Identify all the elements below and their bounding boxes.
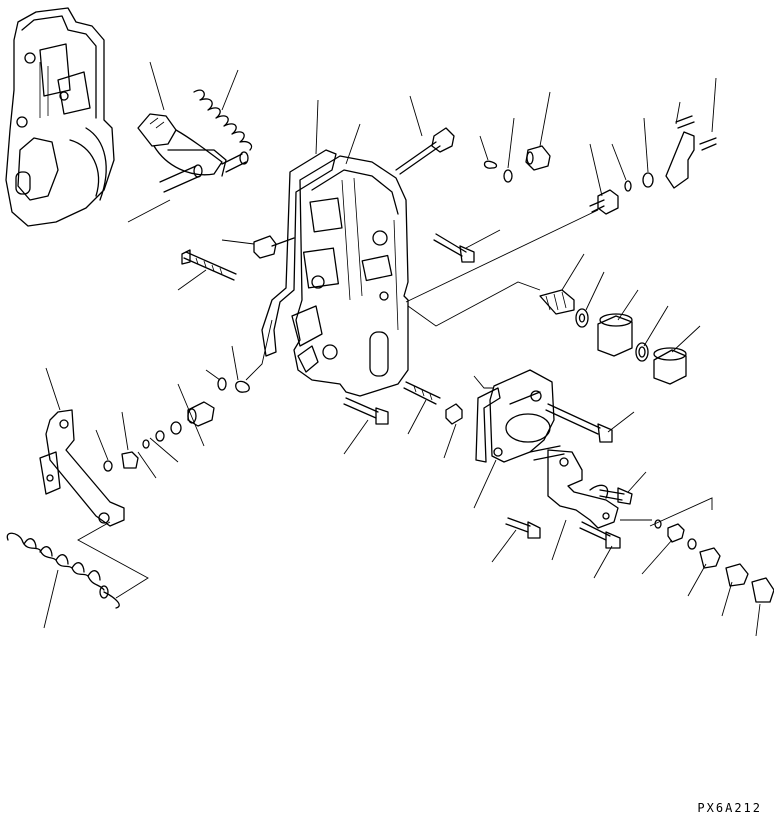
plug <box>525 145 551 171</box>
bush <box>597 313 633 357</box>
collar <box>121 451 139 469</box>
end-cap <box>751 577 774 603</box>
cover-gasket <box>261 149 337 357</box>
bush-screw <box>539 289 575 315</box>
spring-leader <box>77 521 149 599</box>
washer-stop <box>103 460 113 472</box>
stud-lower <box>403 381 441 405</box>
nut-lower <box>445 403 463 425</box>
washers-middle <box>142 421 182 449</box>
nut-joint <box>667 523 685 543</box>
o-ring <box>503 169 513 183</box>
solenoid-bracket <box>547 449 619 529</box>
hex-bolt-left <box>253 235 295 259</box>
long-bolt <box>395 127 455 175</box>
governor-housing <box>5 7 115 227</box>
bracket-bolt-bottom <box>579 521 621 549</box>
lock-plate <box>665 115 717 189</box>
fitting-leader <box>405 209 599 303</box>
nipple <box>699 547 721 569</box>
cap <box>653 347 687 385</box>
solenoid-gasket <box>475 387 501 463</box>
seal-ring <box>635 342 649 362</box>
adjusting-screw <box>589 189 619 215</box>
stop-lever <box>39 409 125 527</box>
long-spring <box>6 532 120 609</box>
gasket-joint <box>687 538 697 550</box>
governor-cover <box>291 155 409 397</box>
drawing-code: PX6A212 <box>697 801 762 815</box>
cover-bolt-right <box>433 233 475 263</box>
lever-shaft-assembly <box>137 113 249 193</box>
bracket-bolt-left <box>505 517 541 539</box>
joint-elbow <box>725 563 749 587</box>
stud-bolt <box>181 249 237 281</box>
bracket-leader <box>407 281 541 327</box>
washer-large <box>575 308 589 328</box>
joint-leader <box>649 497 713 527</box>
solenoid-bolt <box>545 403 613 443</box>
shaft-seal <box>187 401 215 427</box>
oring-stop <box>217 377 227 391</box>
small-spring <box>193 89 253 151</box>
snap-ring <box>483 160 498 169</box>
callout-leaders <box>43 61 761 637</box>
solenoid <box>489 369 565 463</box>
washer-small <box>624 172 654 192</box>
snap-ring-stop <box>235 380 250 393</box>
bolt-lower-left <box>343 397 389 425</box>
bracket-bolt-right <box>599 487 633 505</box>
